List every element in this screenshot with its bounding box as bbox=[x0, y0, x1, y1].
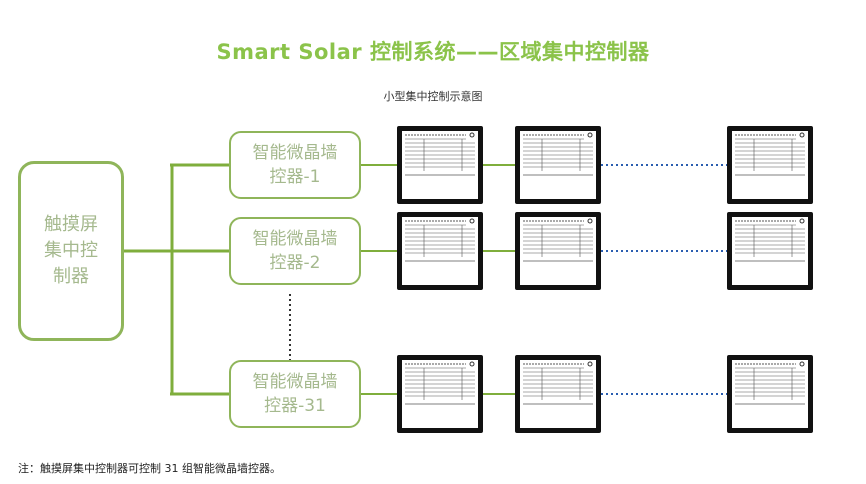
wall-controller-2: 智能微晶墙 控器-2 bbox=[229, 217, 361, 285]
wall-controller-panel-icon bbox=[515, 212, 601, 290]
controller-label: 智能微晶墙 控器-1 bbox=[252, 143, 338, 187]
controller-label: 智能微晶墙 控器-2 bbox=[252, 229, 338, 273]
diagram-subtitle: 小型集中控制示意图 bbox=[383, 90, 483, 103]
footnote: 注：触摸屏集中控制器可控制 31 组智能微晶墙控器。 bbox=[18, 462, 281, 475]
wall-controller-panel-icon bbox=[727, 212, 813, 290]
wall-controller-31: 智能微晶墙 控器-31 bbox=[229, 360, 361, 428]
main-controller-label: 触摸屏 集中控 制器 bbox=[44, 214, 98, 287]
wall-controller-1: 智能微晶墙 控器-1 bbox=[229, 131, 361, 199]
controller-label: 智能微晶墙 控器-31 bbox=[252, 372, 338, 416]
page-title: Smart Solar 控制系统——区域集中控制器 bbox=[216, 40, 650, 64]
wall-controller-panel-icon bbox=[727, 355, 813, 433]
wall-controller-panel-icon bbox=[397, 212, 483, 290]
wall-controller-panel-icon bbox=[397, 126, 483, 204]
wall-controller-panel-icon bbox=[727, 126, 813, 204]
wall-controller-panel-icon bbox=[397, 355, 483, 433]
wall-controller-panel-icon bbox=[515, 355, 601, 433]
touchscreen-central-controller: 触摸屏 集中控 制器 bbox=[18, 161, 124, 341]
wall-controller-panel-icon bbox=[515, 126, 601, 204]
